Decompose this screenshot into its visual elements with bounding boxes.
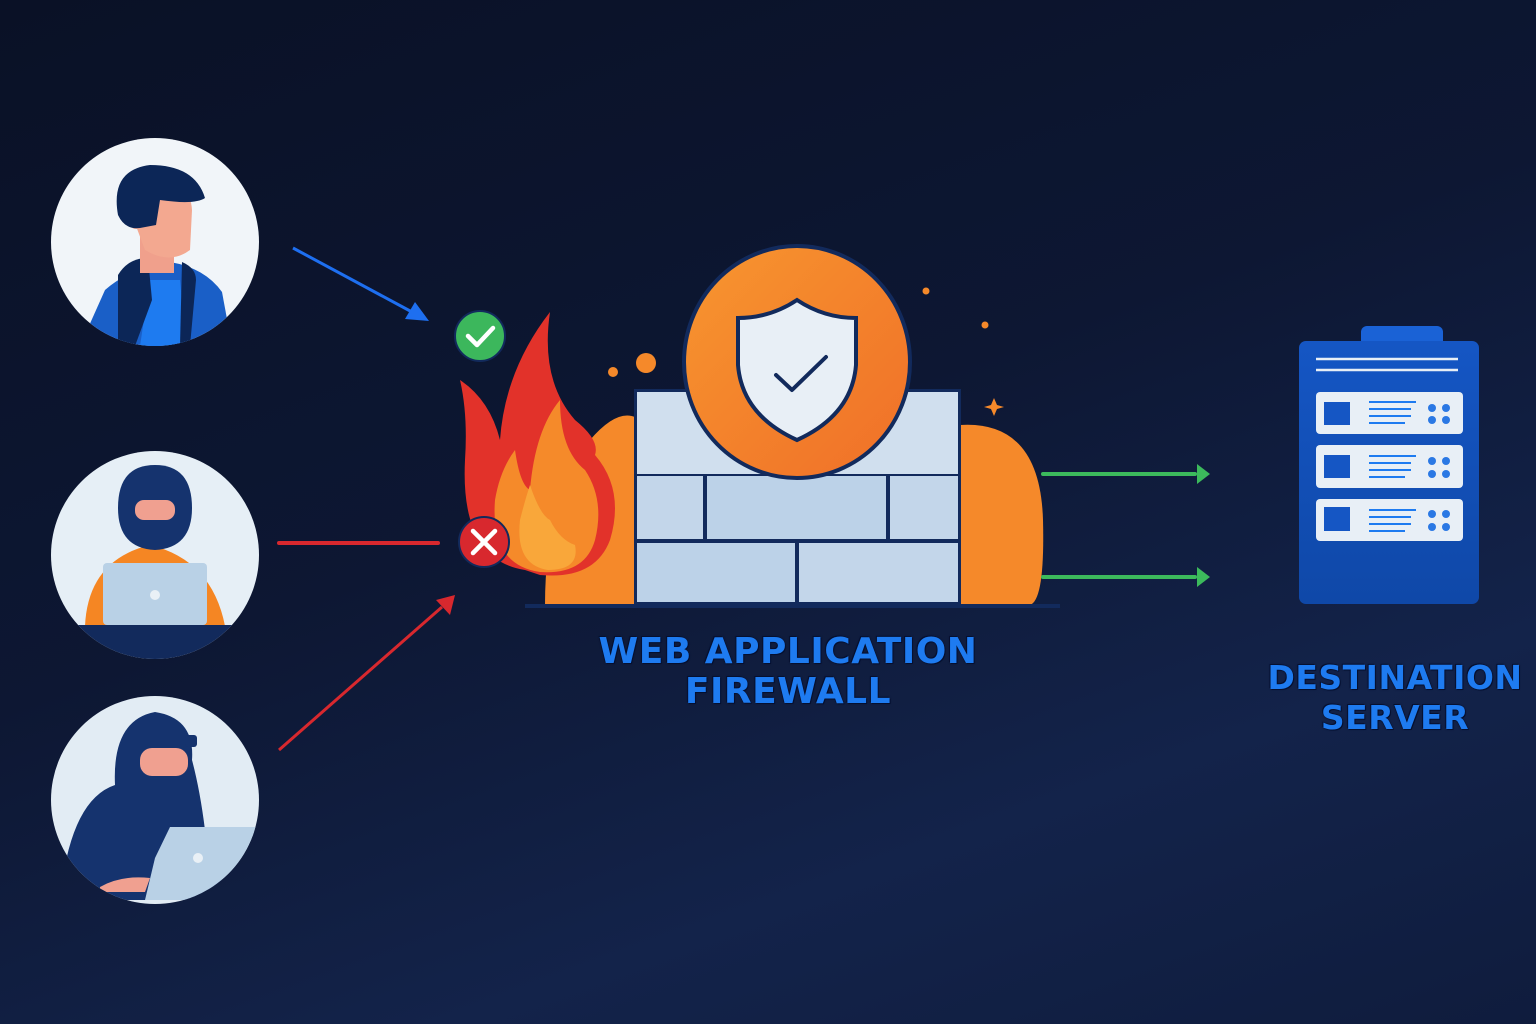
blocked-request-arrow-2 bbox=[278, 595, 455, 752]
server-unit-2 bbox=[1316, 445, 1463, 488]
allowed-request-arrow bbox=[292, 246, 429, 321]
firewall-label: WEB APPLICATION FIREWALL bbox=[560, 632, 1016, 712]
hacker-avatar bbox=[51, 696, 259, 904]
attacker-avatar bbox=[51, 451, 259, 659]
check-icon bbox=[465, 325, 496, 348]
shield-check-icon bbox=[736, 297, 858, 443]
shield-emblem bbox=[682, 244, 912, 480]
firewall-label-line1: WEB APPLICATION bbox=[598, 631, 978, 672]
server-label-line2: SERVER bbox=[1320, 698, 1470, 737]
firewall-label-line2: FIREWALL bbox=[684, 671, 892, 712]
sparkle-decorations bbox=[608, 287, 1004, 416]
server-label: DESTINATION SERVER bbox=[1260, 658, 1530, 738]
server-unit-1 bbox=[1316, 392, 1463, 434]
x-icon bbox=[470, 528, 498, 556]
forwarded-traffic-arrow-2 bbox=[1041, 567, 1210, 587]
blocked-badge bbox=[458, 516, 510, 568]
forwarded-traffic-arrow-1 bbox=[1041, 464, 1210, 484]
server-label-line1: DESTINATION bbox=[1267, 658, 1523, 697]
allowed-badge bbox=[454, 310, 506, 362]
fire-icon bbox=[460, 312, 615, 576]
server-rack-icon bbox=[1299, 326, 1479, 604]
server-unit-3 bbox=[1316, 499, 1463, 541]
legitimate-user-avatar bbox=[51, 138, 259, 346]
